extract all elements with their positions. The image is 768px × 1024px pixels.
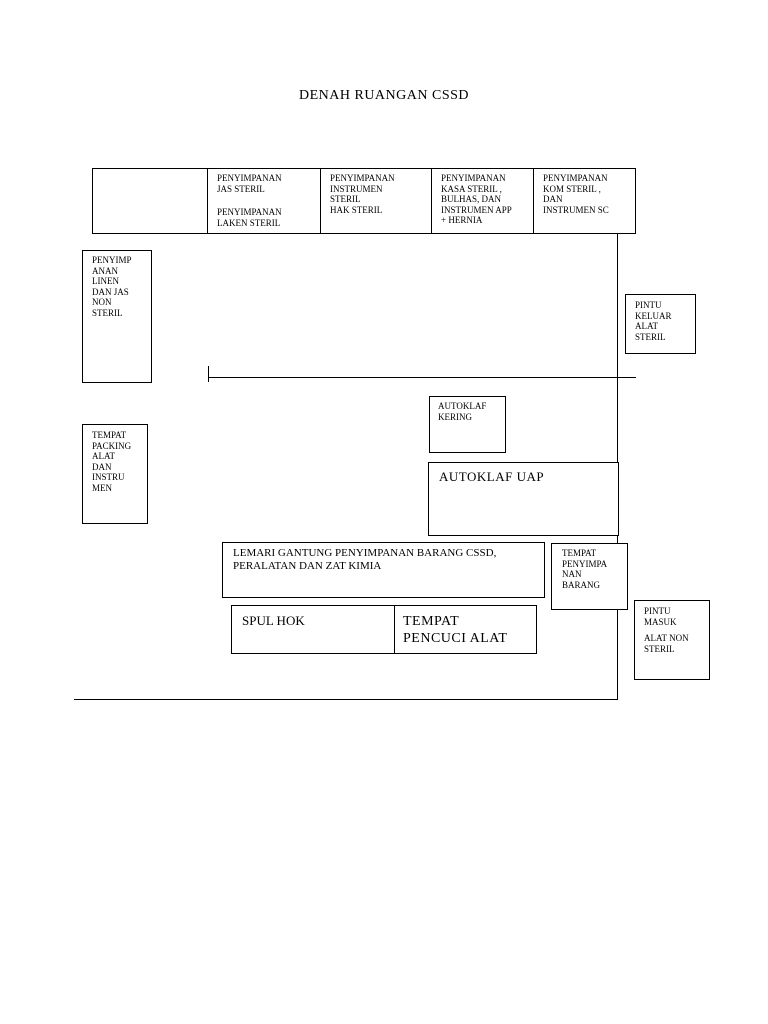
door-label-entry: PINTU MASUK [644, 606, 677, 627]
room-label-autoklaf-uap: AUTOKLAF UAP [439, 469, 545, 484]
room-label-kasa-steril: PENYIMPANAN KASA STERIL , BULHAS, DAN IN… [441, 173, 512, 226]
room-tempat-barang: TEMPAT PENYIMPA NAN BARANG [551, 543, 628, 610]
top-empty-room [92, 168, 208, 234]
room-jas-laken-steril: PENYIMPANAN JAS STERIL PENYIMPANAN LAKEN… [207, 168, 321, 234]
room-kasa-steril: PENYIMPANAN KASA STERIL , BULHAS, DAN IN… [431, 168, 534, 234]
room-kom-steril: PENYIMPANAN KOM STERIL , DAN INSTRUMEN S… [533, 168, 636, 234]
room-label-kom-steril: PENYIMPANAN KOM STERIL , DAN INSTRUMEN S… [543, 173, 609, 215]
room-label-packing: TEMPAT PACKING ALAT DAN INSTRU MEN [92, 430, 132, 493]
wall-middle-horizontal [208, 377, 636, 378]
room-label-lemari: LEMARI GANTUNG PENYIMPANAN BARANG CSSD, … [233, 547, 497, 572]
room-label-laken-steril: PENYIMPANAN LAKEN STERIL [217, 207, 282, 228]
door-entry-non-steril: PINTU MASUK ALAT NON STERIL [634, 600, 710, 680]
room-label-spul-hok: SPUL HOK [242, 613, 305, 628]
door-label-entry-item: ALAT NON STERIL [644, 633, 689, 654]
door-exit-steril: PINTU KELUAR ALAT STERIL [625, 294, 696, 354]
room-lemari-gantung: LEMARI GANTUNG PENYIMPANAN BARANG CSSD, … [222, 542, 545, 598]
room-label-pencuci: TEMPAT PENCUCI ALAT [403, 614, 508, 646]
wall-middle-tick [208, 366, 209, 382]
room-instrumen-steril: PENYIMPANAN INSTRUMEN STERIL HAK STERIL [320, 168, 432, 234]
door-label-exit: PINTU KELUAR ALAT STERIL [635, 300, 672, 342]
room-label-jas-steril: PENYIMPANAN JAS STERIL [217, 173, 282, 194]
room-packing-alat: TEMPAT PACKING ALAT DAN INSTRU MEN [82, 424, 148, 524]
room-label-linen: PENYIMP ANAN LINEN DAN JAS NON STERIL [92, 255, 132, 318]
page-title: DENAH RUANGAN CSSD [298, 88, 469, 103]
room-autoklaf-kering: AUTOKLAF KERING [429, 396, 506, 453]
room-spul-hok: SPUL HOK [231, 605, 395, 654]
room-label-tempat-barang: TEMPAT PENYIMPA NAN BARANG [562, 548, 608, 590]
room-pencuci-alat: TEMPAT PENCUCI ALAT [394, 605, 537, 654]
room-label-autoklaf-kering: AUTOKLAF KERING [438, 401, 487, 422]
room-autoklaf-uap: AUTOKLAF UAP [428, 462, 619, 536]
room-label-instrumen-steril: PENYIMPANAN INSTRUMEN STERIL HAK STERIL [330, 173, 395, 215]
wall-bottom-horizontal [74, 699, 618, 700]
room-linen-non-steril: PENYIMP ANAN LINEN DAN JAS NON STERIL [82, 250, 152, 383]
